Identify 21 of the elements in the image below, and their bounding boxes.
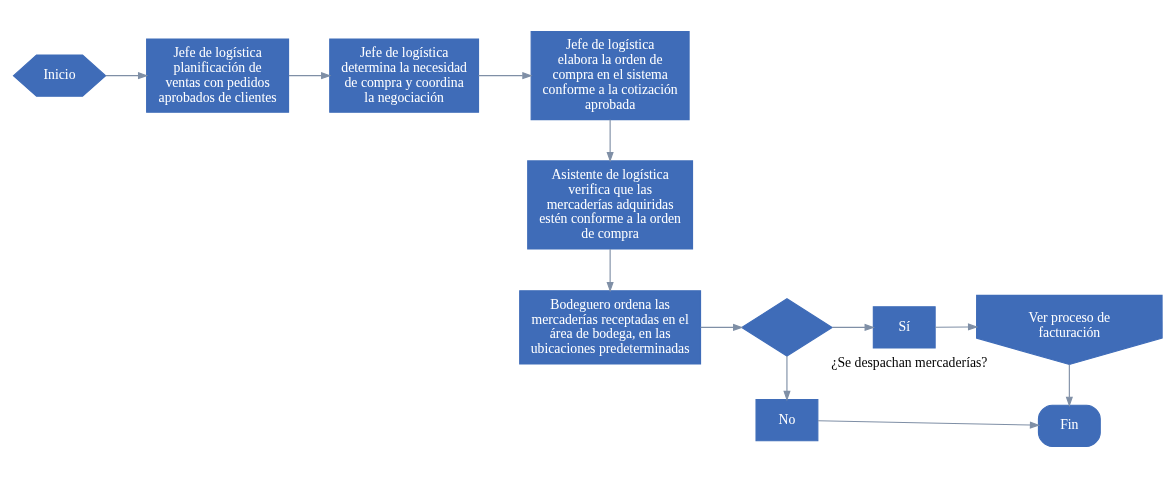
node-box: No: [755, 398, 819, 442]
node-label: ¿Se despachan mercaderías?: [831, 355, 988, 370]
node-box: Jefe de logística elabora la orden de compra en el sistema conforme a la cotización aprobada: [530, 31, 690, 121]
arrow: [105, 72, 149, 80]
node-box: Sí: [872, 306, 936, 349]
arrow: [700, 323, 744, 331]
arrow: [606, 119, 614, 163]
arrow: [288, 72, 332, 80]
arrow: [817, 420, 1041, 429]
node-diamond: [740, 298, 834, 357]
arrow: [934, 323, 979, 331]
arrow: [477, 72, 533, 80]
node-box: Asistente de logística verifica que las mercaderías adquiridas estén conforme a la orden de compra: [527, 160, 694, 250]
arrow: [831, 323, 875, 331]
arrow: [1065, 363, 1073, 407]
node-box: Jefe de logística planificación de ventas con pedidos aprobados de clientes: [146, 38, 290, 113]
node-box: Jefe de logística determina la necesidad de compra y coordina la negociación: [329, 38, 480, 113]
arrow: [783, 355, 791, 402]
node-box: Bodeguero ordena las mercaderías receptadas en el área de bodega, en las ubicaciones predeterminadas: [519, 290, 702, 365]
node-box: Fin: [1037, 404, 1101, 447]
arrow: [606, 248, 614, 293]
